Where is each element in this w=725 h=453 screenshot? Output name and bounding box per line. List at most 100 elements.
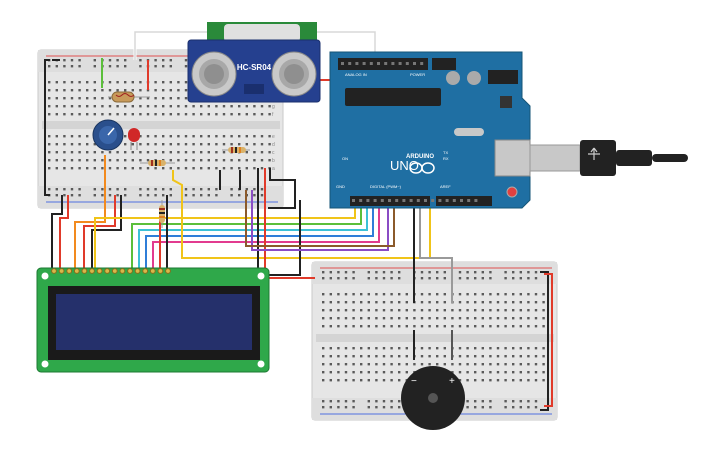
breadboard-hole (375, 293, 378, 296)
lcd-pin (127, 268, 133, 274)
breadboard-hole (405, 347, 408, 350)
breadboard-hole (390, 271, 393, 274)
breadboard-hole (534, 301, 538, 304)
breadboard-hole (489, 379, 492, 382)
breadboard-hole (131, 113, 134, 116)
breadboard-hole (268, 159, 271, 162)
breadboard-hole (238, 113, 241, 116)
breadboard-hole (192, 151, 195, 154)
breadboard-hole (169, 59, 172, 62)
breadboard-hole (382, 406, 386, 409)
capacitor-2 (467, 71, 481, 85)
breadboard-hole (78, 59, 81, 62)
breadboard-hole (200, 188, 203, 191)
breadboard-hole (238, 194, 241, 197)
breadboard-hole (390, 355, 393, 358)
breadboard-hole (352, 309, 355, 312)
breadboard-hole (466, 355, 469, 358)
breadboard-hole (55, 167, 58, 170)
breadboard-hole (458, 317, 462, 320)
breadboard-hole (124, 194, 127, 197)
breadboard-hole (489, 406, 492, 409)
breadboard-hole (527, 400, 530, 403)
breadboard-hole (154, 105, 157, 108)
breadboard-hole (230, 167, 233, 170)
breadboard-hole (398, 317, 401, 320)
power-label: POWER (410, 72, 425, 77)
breadboard-hole (344, 347, 348, 350)
breadboard-hole (458, 325, 462, 328)
arduino-header-pin (373, 199, 377, 202)
wire-lcd-gnd (51, 195, 63, 270)
breadboard-hole (489, 301, 492, 304)
breadboard-hole (200, 143, 203, 146)
breadboard-hole (443, 325, 446, 328)
breadboard-hole (451, 371, 454, 374)
breadboard-hole (527, 325, 530, 328)
breadboard-hole (116, 188, 119, 191)
breadboard-hole (162, 59, 165, 62)
breadboard-hole (78, 159, 81, 162)
breadboard-hole (519, 371, 522, 374)
breadboard-hole (139, 65, 142, 68)
breadboard-hole (162, 135, 165, 138)
arduino-header-pin (355, 62, 359, 65)
breadboard-hole (162, 113, 165, 116)
arduino-header-pin (388, 199, 391, 202)
breadboard-hole (93, 105, 96, 108)
breadboard-hole (489, 317, 492, 320)
breadboard-hole (519, 301, 522, 304)
breadboard-hole (474, 400, 477, 403)
breadboard-hole (481, 363, 484, 366)
breadboard-hole (534, 347, 538, 350)
row-letter-d: d (272, 142, 275, 148)
breadboard-hole (322, 277, 325, 280)
breadboard-hole (360, 317, 363, 320)
breadboard-hole (375, 309, 378, 312)
breadboard-hole (222, 167, 226, 170)
breadboard-hole (55, 81, 58, 84)
breadboard-hole (108, 188, 112, 191)
breadboard-hole (139, 194, 142, 197)
breadboard-hole (413, 325, 416, 328)
breadboard-hole (322, 347, 325, 350)
ultrasonic-sensor: HC-SR04 (187, 22, 321, 103)
breadboard-hole (466, 363, 469, 366)
breadboard-hole (436, 271, 439, 274)
breadboard-hole (48, 151, 51, 154)
reset-button[interactable] (506, 186, 518, 198)
breadboard-hole (337, 371, 340, 374)
lcd-pin-header (51, 268, 171, 274)
breadboard-hole (245, 159, 248, 162)
lcd-display (36, 267, 270, 373)
breadboard-hole (534, 379, 538, 382)
breadboard-hole (360, 363, 363, 366)
breadboard-hole (519, 355, 522, 358)
breadboard-hole (260, 143, 264, 146)
breadboard-hole (146, 167, 150, 170)
breadboard-hole (169, 188, 172, 191)
breadboard-hole (420, 325, 424, 328)
arduino-header-pin (359, 199, 363, 202)
breadboard-hole (322, 271, 325, 274)
breadboard-hole (428, 277, 431, 280)
breadboard-hole (420, 355, 424, 358)
breadboard-hole (177, 81, 180, 84)
breadboard-hole (466, 301, 469, 304)
breadboard-hole (337, 379, 340, 382)
breadboard-hole (382, 363, 386, 366)
breadboard-hole (534, 317, 538, 320)
breadboard-hole (184, 151, 188, 154)
breadboard-hole (519, 347, 522, 350)
lcd-pin (134, 268, 141, 274)
breadboard-hole (70, 151, 74, 154)
breadboard-hole (124, 135, 127, 138)
breadboard-hole (458, 355, 462, 358)
regulator (500, 96, 512, 108)
breadboard-hole (207, 105, 210, 108)
breadboard-hole (390, 277, 393, 280)
breadboard-hole (245, 188, 248, 191)
breadboard-hole (93, 159, 96, 162)
breadboard-hole (489, 277, 492, 280)
breadboard-hole (192, 167, 195, 170)
